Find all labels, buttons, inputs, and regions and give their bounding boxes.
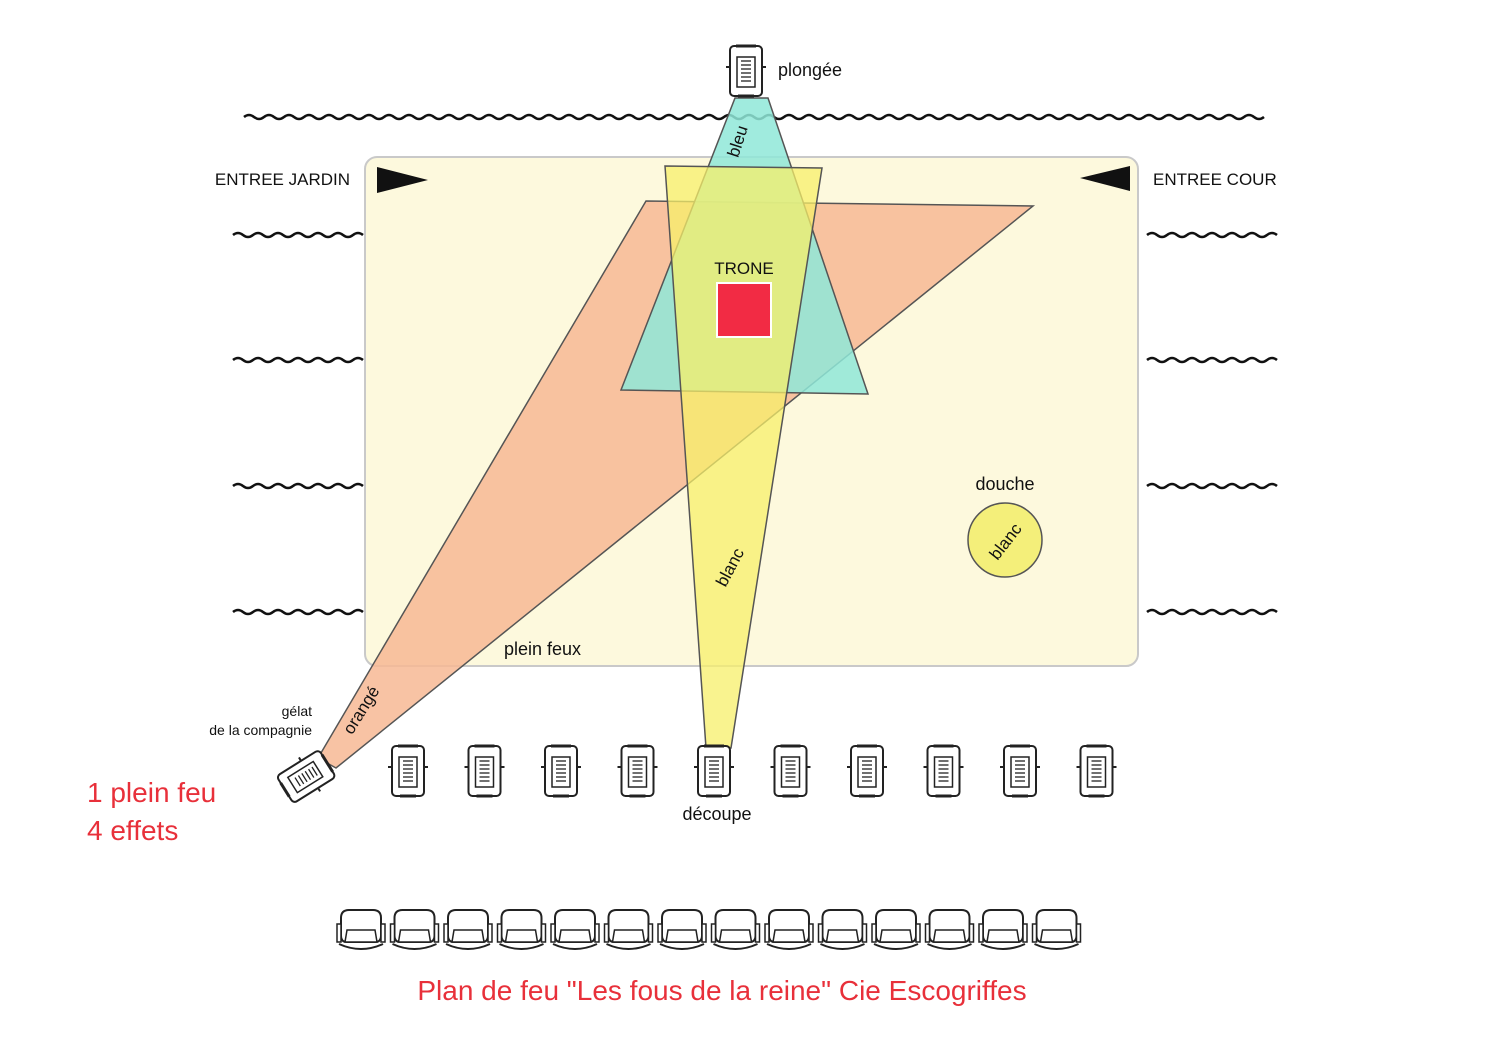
curtain-line — [232, 482, 364, 490]
audience-seat — [496, 909, 547, 950]
entree-cour-label: ENTREE COUR — [1153, 170, 1277, 189]
curtain-line — [1146, 608, 1278, 616]
blanc-beam — [664, 165, 823, 749]
entree-cour-arrow — [1080, 166, 1130, 191]
douche-label: douche — [975, 474, 1034, 494]
audience-seat — [443, 909, 493, 950]
audience-seat — [657, 909, 707, 950]
audience-seat — [710, 909, 761, 950]
audience-seats — [336, 909, 1082, 950]
curtain-line — [1146, 231, 1278, 239]
entree-jardin-arrow — [377, 167, 428, 193]
decoupe-label: découpe — [682, 804, 751, 824]
front-projector — [998, 744, 1042, 798]
plongee-label: plongée — [778, 60, 842, 80]
curtain-line — [232, 356, 364, 364]
audience-seat — [336, 909, 386, 950]
gelat-label-line1: gélat — [282, 703, 312, 719]
front-projector — [1075, 744, 1118, 798]
front-projector — [539, 744, 583, 798]
curtain-line — [1146, 482, 1278, 490]
audience-seat — [764, 909, 814, 950]
curtain-line — [1146, 356, 1278, 364]
front-projector — [692, 744, 736, 798]
plan-title: Plan de feu "Les fous de la reine" Cie E… — [417, 975, 1026, 1006]
front-projector — [463, 744, 506, 798]
plein-feux-label: plein feux — [504, 639, 581, 659]
trone-label: TRONE — [714, 259, 774, 278]
front-projector — [769, 744, 812, 798]
orange-beam — [316, 200, 1036, 769]
summary-line1: 1 plein feu — [87, 777, 216, 808]
front-projector — [845, 744, 889, 798]
audience-seat — [550, 909, 600, 950]
front-projector — [616, 744, 659, 798]
audience-seat — [817, 909, 868, 950]
audience-seat — [389, 909, 440, 950]
front-projector — [922, 744, 965, 798]
front-projector-bar — [386, 744, 1118, 798]
trone-block — [716, 282, 772, 338]
curtain-line — [232, 608, 364, 616]
audience-seat — [603, 909, 654, 950]
audience-seat — [1031, 909, 1082, 950]
audience-seat — [978, 909, 1028, 950]
front-projector — [386, 744, 430, 798]
summary-line2: 4 effets — [87, 815, 178, 846]
douche-circle — [967, 502, 1043, 578]
plongee-projector — [724, 44, 768, 98]
gelat-label-line2: de la compagnie — [209, 722, 312, 738]
curtain-line — [232, 231, 364, 239]
audience-seat — [871, 909, 921, 950]
audience-seat — [924, 909, 975, 950]
entree-jardin-label: ENTREE JARDIN — [215, 170, 350, 189]
